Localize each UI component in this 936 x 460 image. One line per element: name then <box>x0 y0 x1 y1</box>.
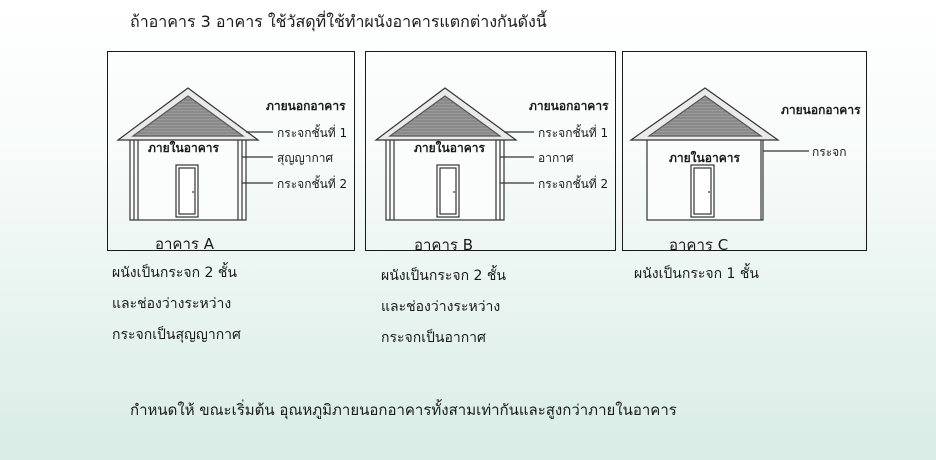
building-name: อาคาร B <box>414 236 474 254</box>
description-line: และช่องว่างระหว่าง <box>112 296 232 312</box>
description-line: กระจกเป็นอากาศ <box>381 330 486 346</box>
callout-gap-vacuum: สุญญากาศ <box>277 151 334 165</box>
building-b-description: ผนังเป็นกระจก 2 ชั้น และช่องว่างระหว่าง … <box>381 261 506 354</box>
house-a <box>116 87 273 221</box>
outside-label: ภายนอกอาคาร <box>781 103 861 117</box>
callout-glass-layer-1: กระจกชั้นที่ 1 <box>277 126 348 140</box>
building-b-panel: ภายนอกอาคาร ภายในอาคาร กระจกชั้นที่ 1 อา… <box>365 51 616 254</box>
house-a-drawing <box>116 87 273 221</box>
description-line: กระจกเป็นสุญญากาศ <box>112 327 241 343</box>
description-line: ผนังเป็นกระจก 2 ชั้น <box>381 268 506 284</box>
building-name: อาคาร C <box>669 236 729 254</box>
condition-note: กำหนดให้ ขณะเริ่มต้น อุณหภูมิภายนอกอาคาร… <box>130 401 677 419</box>
description-line: และช่องว่างระหว่าง <box>381 299 501 315</box>
building-name: อาคาร A <box>155 235 214 253</box>
callout-gap-air: อากาศ <box>538 151 574 165</box>
building-a-panel: ภายนอกอาคาร ภายในอาคาร กระจกชั้นที่ 1 สุ… <box>107 51 355 253</box>
outside-label: ภายนอกอาคาร <box>529 99 609 113</box>
callout-glass-layer-2: กระจกชั้นที่ 2 <box>277 177 348 191</box>
callout-glass-layer-1: กระจกชั้นที่ 1 <box>538 126 609 140</box>
house-b-drawing <box>374 87 534 221</box>
inside-label: ภายในอาคาร <box>148 141 219 155</box>
inside-label: ภายในอาคาร <box>414 141 485 155</box>
outside-label: ภายนอกอาคาร <box>266 99 346 113</box>
description-line: ผนังเป็นกระจก 1 ชั้น <box>634 266 759 282</box>
callout-single-glass: กระจก <box>812 145 847 159</box>
inside-label: ภายในอาคาร <box>669 151 740 165</box>
building-a-description: ผนังเป็นกระจก 2 ชั้น และช่องว่างระหว่าง … <box>112 258 241 351</box>
house-c-drawing <box>629 87 809 221</box>
building-c-description: ผนังเป็นกระจก 1 ชั้น <box>634 259 759 290</box>
house-b <box>374 87 534 221</box>
callout-glass-layer-2: กระจกชั้นที่ 2 <box>538 177 609 191</box>
building-c-panel: ภายนอกอาคาร ภายในอาคาร กระจก อาคาร C <box>622 51 867 254</box>
description-line: ผนังเป็นกระจก 2 ชั้น <box>112 265 237 281</box>
house-c <box>629 87 809 221</box>
question-title: ถ้าอาคาร 3 อาคาร ใช้วัสดุที่ใช้ทำผนังอาค… <box>130 12 547 31</box>
